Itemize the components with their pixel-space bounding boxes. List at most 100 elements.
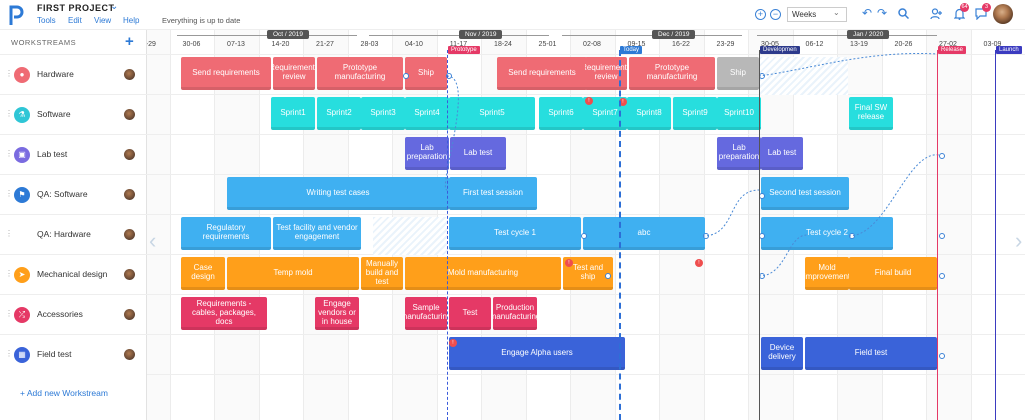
owner-avatar[interactable]	[124, 229, 135, 240]
zoom-select[interactable]: Weeks	[787, 7, 847, 22]
task-bar[interactable]: Requirements review	[273, 57, 315, 90]
task-bar[interactable]: Engage vendors or in house	[315, 297, 359, 330]
workstream-row[interactable]: ⋮➤Mechanical design	[0, 254, 147, 294]
drag-handle-icon[interactable]: ⋮	[5, 149, 13, 158]
dependency-handle[interactable]	[939, 233, 945, 239]
marker-today-flag[interactable]: Today	[620, 46, 643, 54]
dependency-handle[interactable]	[939, 153, 945, 159]
task-bar[interactable]: Sample manufacturing	[405, 297, 447, 330]
task-bar[interactable]: Requirements - cables, packages, docs	[181, 297, 267, 330]
task-bar[interactable]: Sprint8	[627, 97, 671, 130]
task-bar[interactable]: Lab preparation	[405, 137, 449, 170]
task-bar[interactable]: Test facility and vendor engagement	[273, 217, 361, 250]
task-bar[interactable]: Engage Alpha users	[449, 337, 625, 370]
drag-handle-icon[interactable]: ⋮	[5, 109, 13, 118]
chevron-down-icon[interactable]: ⌄	[110, 1, 119, 12]
drag-handle-icon[interactable]: ⋮	[5, 69, 13, 78]
drag-handle-icon[interactable]: ⋮	[5, 189, 13, 198]
scroll-left-icon[interactable]: ‹	[149, 228, 157, 253]
task-bar[interactable]: Send requirements	[497, 57, 587, 90]
logo-icon[interactable]	[8, 4, 24, 26]
task-bar[interactable]: Lab test	[450, 137, 506, 170]
menu-help[interactable]: Help	[123, 16, 140, 25]
workstream-row[interactable]: ⋮▦Field test	[0, 334, 147, 374]
workstream-row[interactable]: ⋮⚗Software	[0, 94, 147, 134]
drag-handle-icon[interactable]: ⋮	[5, 349, 13, 358]
workstream-row[interactable]: ⋮▣Lab test	[0, 134, 147, 174]
task-bar[interactable]: Manually build and test	[361, 257, 403, 290]
task-bar[interactable]: Ship	[405, 57, 447, 90]
task-bar[interactable]: Test cycle 2	[761, 217, 893, 250]
task-bar[interactable]: Sprint5	[449, 97, 535, 130]
task-bar[interactable]: Sprint2	[317, 97, 361, 130]
task-bar[interactable]: Sprint10	[717, 97, 761, 130]
task-bar[interactable]: Mold improvement	[805, 257, 849, 290]
owner-avatar[interactable]	[124, 309, 135, 320]
project-title[interactable]: FIRST PROJECT	[37, 3, 115, 13]
marker-release-flag[interactable]: Release	[938, 46, 967, 54]
task-bar[interactable]: Sprint1	[271, 97, 315, 130]
zoom-out-icon[interactable]: −	[770, 9, 781, 20]
drag-handle-icon[interactable]: ⋮	[5, 229, 13, 238]
task-bar[interactable]: Final SW release	[849, 97, 893, 130]
dependency-handle[interactable]	[605, 273, 611, 279]
task-bar[interactable]: Test cycle 1	[449, 217, 581, 250]
task-bar[interactable]: Prototype manufacturing	[629, 57, 715, 90]
owner-avatar[interactable]	[124, 349, 135, 360]
task-bar[interactable]: Lab preparation	[717, 137, 761, 170]
workstream-row[interactable]: ⋮QA: Hardware	[0, 214, 147, 254]
dependency-handle[interactable]	[581, 233, 587, 239]
undo-icon[interactable]: ↶	[862, 6, 873, 20]
task-bar[interactable]: abc	[583, 217, 705, 250]
task-bar[interactable]: Writing test cases	[227, 177, 449, 210]
task-bar[interactable]: Sprint6	[539, 97, 583, 130]
week-tick-label: 09-15	[627, 41, 646, 48]
search-icon[interactable]	[898, 8, 909, 19]
dependency-handle[interactable]	[939, 353, 945, 359]
task-bar[interactable]: Sprint3	[361, 97, 405, 130]
owner-avatar[interactable]	[124, 109, 135, 120]
task-bar[interactable]: Send requirements	[181, 57, 271, 90]
task-bar[interactable]: Ship	[717, 57, 759, 90]
task-bar[interactable]: Lab test	[761, 137, 803, 170]
dependency-handle[interactable]	[939, 273, 945, 279]
task-bar[interactable]: Second test session	[761, 177, 849, 210]
week-tick-label: 23-29	[716, 41, 735, 48]
workstream-row[interactable]: ⋮⤮Accessories	[0, 294, 147, 334]
menu-edit[interactable]: Edit	[68, 16, 82, 25]
task-bar[interactable]: Sprint9	[673, 97, 717, 130]
owner-avatar[interactable]	[124, 269, 135, 280]
menu-tools[interactable]: Tools	[37, 16, 56, 25]
task-bar[interactable]: Regulatory requirements	[181, 217, 271, 250]
task-bar[interactable]: Final build	[849, 257, 937, 290]
menu-view[interactable]: View	[94, 16, 112, 25]
redo-icon[interactable]: ↷	[877, 6, 888, 20]
task-bar[interactable]: Field test	[805, 337, 937, 370]
task-bar[interactable]: Temp mold	[227, 257, 359, 290]
task-bar[interactable]: Case design	[181, 257, 225, 290]
drag-handle-icon[interactable]: ⋮	[5, 269, 13, 278]
marker-prototype-flag[interactable]: Prototype	[448, 46, 480, 54]
add-workstream-icon[interactable]: +	[125, 33, 134, 50]
owner-avatar[interactable]	[124, 189, 135, 200]
task-bar[interactable]: Sprint4	[405, 97, 449, 130]
dependency-handle[interactable]	[403, 73, 409, 79]
task-bar[interactable]: Mold manufacturing	[405, 257, 561, 290]
workstream-row[interactable]: ⋮⚑QA: Software	[0, 174, 147, 214]
owner-avatar[interactable]	[124, 69, 135, 80]
marker-development-flag[interactable]: Developmen	[760, 46, 800, 54]
user-avatar[interactable]	[993, 4, 1013, 24]
owner-avatar[interactable]	[124, 149, 135, 160]
task-bar[interactable]: Production manufacturing	[493, 297, 537, 330]
marker-launch-flag[interactable]: Launch	[996, 46, 1022, 54]
zoom-in-icon[interactable]: +	[755, 9, 766, 20]
workstream-row[interactable]: ⋮●Hardware	[0, 54, 147, 94]
scroll-right-icon[interactable]: ›	[1015, 228, 1023, 253]
task-bar[interactable]: Prototype manufacturing	[317, 57, 403, 90]
add-workstream-link[interactable]: + Add new Workstream	[20, 388, 108, 398]
task-bar[interactable]: Test	[449, 297, 491, 330]
add-user-icon[interactable]	[930, 8, 943, 20]
task-bar[interactable]: Device delivery	[761, 337, 803, 370]
task-bar[interactable]: First test session	[449, 177, 537, 210]
drag-handle-icon[interactable]: ⋮	[5, 309, 13, 318]
